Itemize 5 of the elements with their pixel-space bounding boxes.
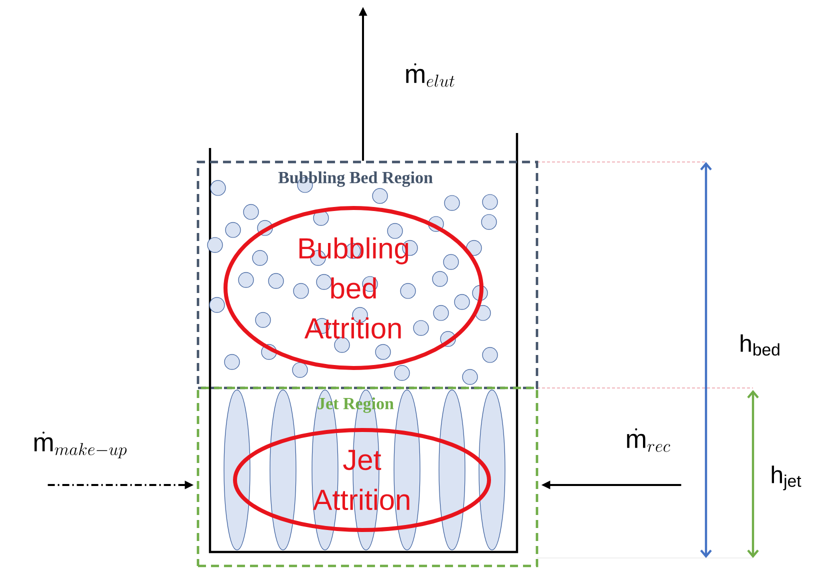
- flow-label: $\dot{\mathrm{m}}_{rec}$: [627, 428, 670, 452]
- dimension-label: h$_{bed}$: [740, 334, 780, 356]
- flow-label: $\dot{\mathrm{m}}_{elut}$: [406, 63, 454, 87]
- dimension-label: h$_{jet}$: [772, 466, 802, 490]
- flow-label: $\dot{\mathrm{m}}_{make-up}$: [34, 432, 127, 458]
